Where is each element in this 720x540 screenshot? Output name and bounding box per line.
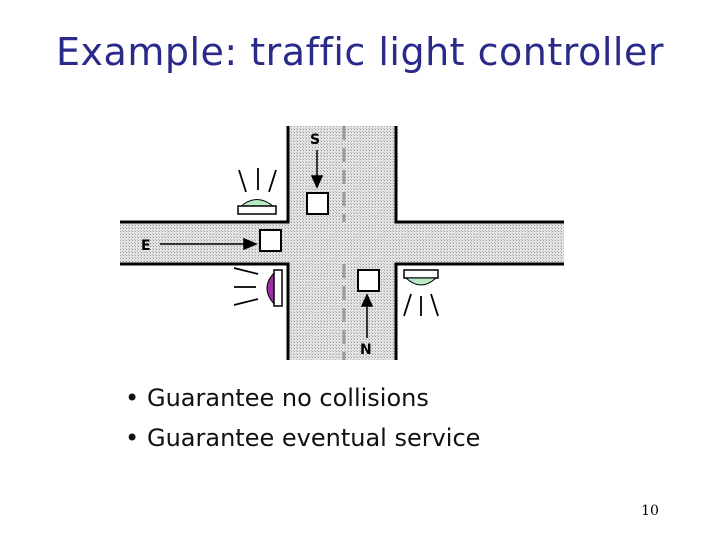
sensor-east (259, 229, 282, 252)
sensor-north (357, 269, 380, 292)
bullet-dot: • (125, 424, 140, 452)
road-surface (120, 126, 564, 360)
label-east: E (141, 238, 151, 254)
traffic-light-east (233, 267, 283, 307)
arrow-north (360, 293, 374, 338)
arrow-east (160, 237, 258, 251)
bullet-text: Guarantee eventual service (147, 424, 481, 452)
page-number: 10 (641, 503, 659, 519)
bullet-dot: • (125, 384, 140, 412)
traffic-light-north (403, 269, 439, 317)
traffic-light-south (237, 168, 277, 215)
bullet-item: •Guarantee no collisions (125, 380, 480, 420)
label-south: S (310, 132, 320, 148)
label-north: N (360, 342, 372, 358)
sensor-south (306, 192, 329, 215)
slide-title: Example: traffic light controller (56, 30, 664, 74)
arrow-south (310, 150, 324, 189)
bullet-list: •Guarantee no collisions •Guarantee even… (125, 380, 480, 460)
bullet-text: Guarantee no collisions (147, 384, 429, 412)
road-edges (120, 126, 564, 360)
bullet-item: •Guarantee eventual service (125, 420, 480, 460)
